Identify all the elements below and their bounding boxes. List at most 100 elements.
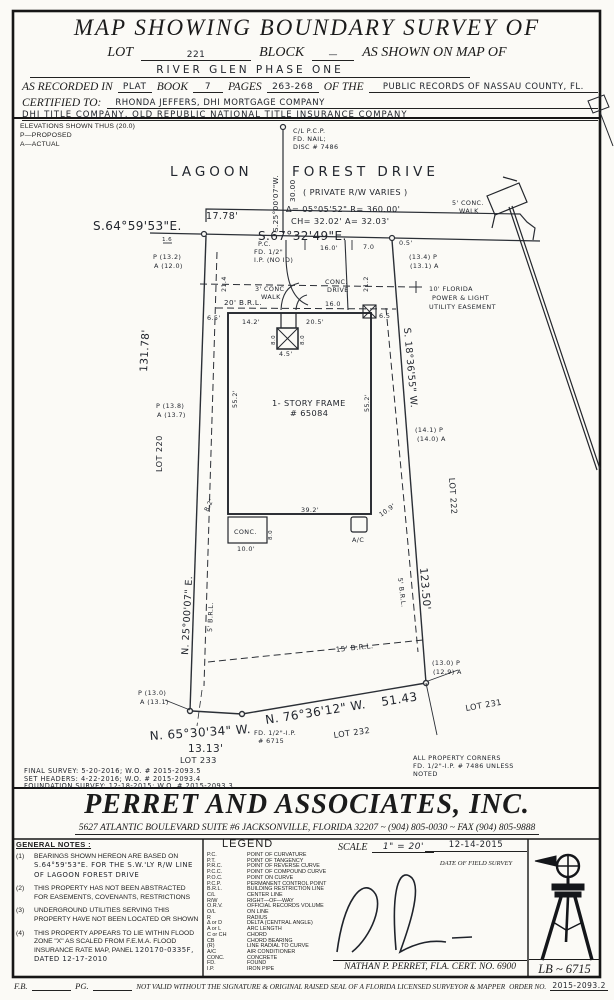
svg-text:30.00: 30.00 <box>288 179 297 202</box>
firm-name: PERRET AND ASSOCIATES, INC. <box>84 789 530 820</box>
legend-table: P.C. POINT OF CURVATURE P.T. POINT OF TA… <box>207 852 382 973</box>
svg-text:20.5': 20.5' <box>306 318 324 326</box>
svg-text:1.6: 1.6 <box>162 237 172 243</box>
svg-text:16.0: 16.0 <box>325 300 341 308</box>
lot-label: LOT <box>107 45 134 60</box>
front-bearing-1: S.64°59'53"E. <box>93 219 182 233</box>
house-label: 1- STORY FRAME <box>272 398 346 408</box>
legend-heading: LEGEND <box>222 838 274 850</box>
page-title: MAP SHOWING BOUNDARY SURVEY OF <box>73 15 541 40</box>
road-lines <box>149 123 541 250</box>
general-notes: GENERAL NOTES : (1) BEARINGS SHOWN HEREO… <box>16 840 200 969</box>
north-arrow <box>486 94 614 471</box>
plat-value: PLAT <box>117 82 152 93</box>
date-value: 12-14-2015 <box>425 840 527 852</box>
left-dim: 131.78' <box>138 329 152 372</box>
subdivision-name: RIVER GLEN PHASE ONE <box>30 64 470 78</box>
svg-text:16.0': 16.0' <box>320 244 338 252</box>
validity-disclaimer: NOT VALID WITHOUT THE SIGNATURE & ORIGIN… <box>136 983 506 991</box>
svg-text:FD. NAIL;: FD. NAIL; <box>293 135 326 143</box>
street-subtitle: ( PRIVATE R/W VARIES ) <box>303 187 408 197</box>
easement-line <box>199 281 422 293</box>
general-note-item: (3) UNDERGROUND UTILITIES SERVING THIS P… <box>16 907 199 924</box>
legend-row: CONC. CONCRETE <box>207 954 278 961</box>
svg-text:21.4: 21.4 <box>220 276 228 292</box>
legend-row: CB CHORD BEARING <box>207 937 293 944</box>
svg-text:21.2: 21.2 <box>362 276 370 292</box>
lot-value: 221 <box>141 50 252 61</box>
map-of-label: AS SHOWN ON MAP OF <box>362 45 507 60</box>
driveway-walk-lines <box>280 239 349 311</box>
svg-text:(14.1) P: (14.1) P <box>415 426 443 434</box>
bottom-bearing: N. 76°36'12" W. <box>264 697 366 727</box>
legend-row: P.R.C. POINT OF REVERSE CURVE <box>207 863 320 870</box>
legend-row: P.C. POINT OF CURVATURE <box>207 852 307 858</box>
svg-text:FD. 1/2"-I.P. # 7486 UNLESS: FD. 1/2"-I.P. # 7486 UNLESS <box>413 762 514 770</box>
certified-row: CERTIFIED TO: RHONDA JEFFERS, DHI MORTGA… <box>22 97 598 109</box>
lot-222: LOT 222 <box>447 477 460 514</box>
legend-row: C or CH CHORD <box>207 931 267 938</box>
survey-history: FINAL SURVEY: 5-20-2016; W.O. # 2015-209… <box>24 767 234 791</box>
legend-row: B.R.L. BUILDING RESTRICTION LINE <box>207 886 324 893</box>
legend-row: A or L ARC LENGTH <box>207 926 282 933</box>
svg-text:5' B.R.L.: 5' B.R.L. <box>206 602 215 632</box>
right-bearing: S. 18°36'55" W. <box>401 327 419 408</box>
legend-row: R/W RIGHT—OF—WAY <box>207 897 294 904</box>
svg-text:10.9': 10.9' <box>378 502 397 519</box>
svg-text:(13.0) P: (13.0) P <box>432 659 460 667</box>
svg-text:55.2': 55.2' <box>363 394 371 412</box>
pages-value: 263-268 <box>266 82 319 93</box>
surveyor-transit-logo <box>534 853 594 961</box>
svg-text:CH= 32.02' A= 32.03': CH= 32.02' A= 32.03' <box>291 216 389 226</box>
svg-text:14.2': 14.2' <box>242 318 260 326</box>
general-notes-heading: GENERAL NOTES : <box>16 840 92 849</box>
certified-parties-1: RHONDA JEFFERS, DHI MORTGAGE COMPANY <box>107 98 598 109</box>
svg-text:A (12.0): A (12.0) <box>154 262 183 270</box>
svg-text:8.0: 8.0 <box>300 335 306 345</box>
svg-text:NOTED: NOTED <box>413 770 438 778</box>
svg-text:FD. 1/2": FD. 1/2" <box>254 248 283 256</box>
patio-label: CONC. <box>234 528 257 536</box>
legend-row: C/L CENTER LINE <box>207 891 283 898</box>
book-number: 7 <box>193 82 224 93</box>
svg-text:6.5: 6.5 <box>379 312 390 320</box>
svg-text:P (13.2): P (13.2) <box>153 253 181 261</box>
legend-row: P.T. POINT OF TANGENCY <box>207 857 304 864</box>
date-label: DATE OF FIELD SURVEY <box>439 860 513 867</box>
corners-note: ALL PROPERTY CORNERS <box>413 754 501 762</box>
svg-text:(13.4) P: (13.4) P <box>409 253 437 261</box>
svg-text:0.5': 0.5' <box>399 239 413 247</box>
lot-block-row: LOT 221 BLOCK — AS SHOWN ON MAP OF <box>0 45 614 61</box>
records-value: PUBLIC RECORDS OF NASSAU COUNTY, FL. <box>368 82 598 93</box>
svg-text:I.P. (NO ID): I.P. (NO ID) <box>254 256 293 264</box>
lot-220: LOT 220 <box>154 435 164 472</box>
svg-text:(14.0) A: (14.0) A <box>417 435 446 443</box>
bottom-strip: F.B. PG. NOT VALID WITHOUT THE SIGNATURE… <box>14 981 608 991</box>
legend-row: P.O.C. POINT ON CURVE <box>207 874 294 881</box>
legend-row: A/C AIR CONDITIONER <box>207 948 296 955</box>
left-bearing: N. 25°00'07" E. <box>180 576 195 656</box>
general-note-item: (2) THIS PROPERTY HAS NOT BEEN ABSTRACTE… <box>16 884 191 902</box>
legend-row: Δ or D DELTA (CENTRAL ANGLE) <box>207 920 313 927</box>
certified-label: CERTIFIED TO: <box>22 97 102 109</box>
svg-text:8.0: 8.0 <box>268 530 274 540</box>
svg-text:(12.9) A: (12.9) A <box>433 668 462 676</box>
fb-label: F.B. <box>14 981 28 991</box>
svg-text:5' B.R.L.: 5' B.R.L. <box>396 577 408 607</box>
lot-233: LOT 233 <box>180 755 217 765</box>
field-survey-date: 12-14-2015 DATE OF FIELD SURVEY <box>425 840 527 870</box>
svg-text:P (13.0): P (13.0) <box>138 689 166 697</box>
order-label: ORDER NO. <box>509 983 547 991</box>
svg-text:DISC # 7486: DISC # 7486 <box>293 143 338 151</box>
svg-text:P (13.8): P (13.8) <box>156 402 184 410</box>
lot-231: LOT 231 <box>465 697 503 713</box>
svg-text:4.5': 4.5' <box>279 350 293 358</box>
svg-text:FD. 1/2"-I.P.: FD. 1/2"-I.P. <box>254 729 296 737</box>
scale-row: SCALE 1" = 20' <box>338 842 435 853</box>
lot-232: LOT 232 <box>333 725 371 740</box>
front-bearing-2: S.67°32'49"E. <box>258 229 347 243</box>
scale-label: SCALE <box>338 842 368 853</box>
svg-text:13.13': 13.13' <box>188 743 223 755</box>
license-number: LB ~ 6715 <box>529 959 600 977</box>
